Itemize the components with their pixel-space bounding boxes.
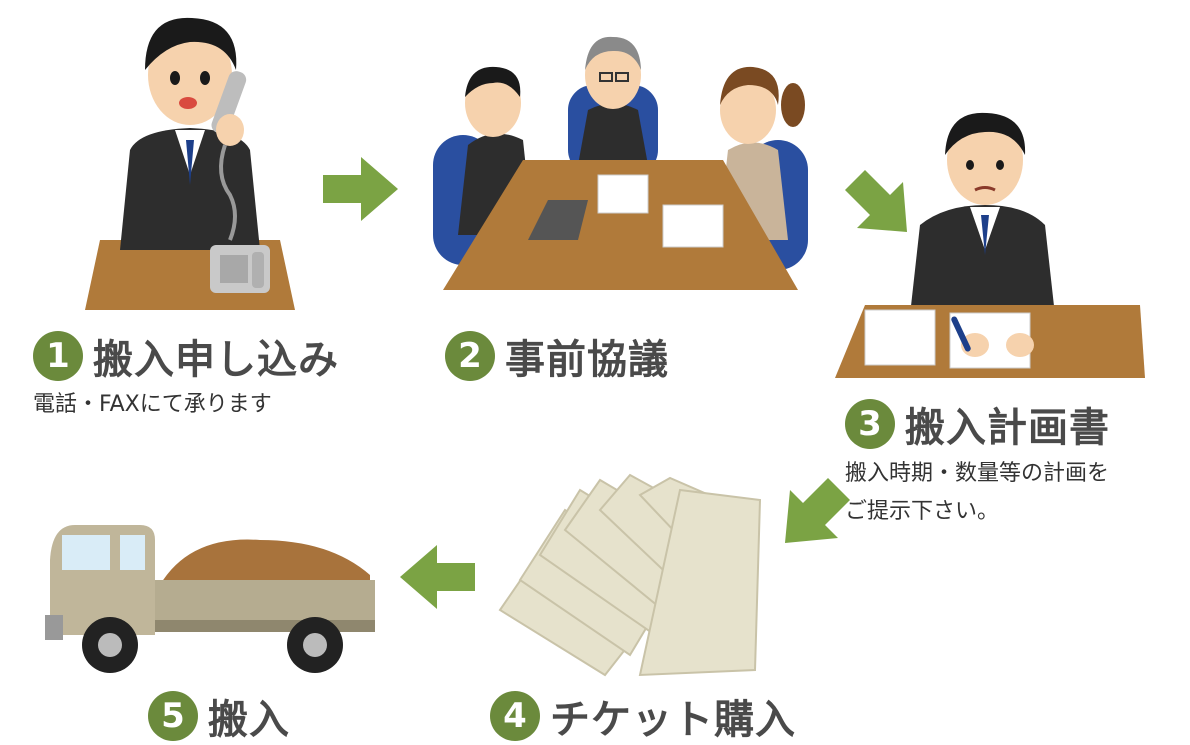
step-3-description: 搬入時期・数量等の計画を ご提示下さい。 <box>845 455 1109 531</box>
step-3-label: 搬入計画書 <box>905 405 1110 451</box>
meeting-illustration <box>433 36 808 290</box>
step-2-label: 事前協議 <box>505 337 669 383</box>
step-1-description-line: 電話・FAXにて承ります <box>33 392 272 417</box>
arrow-down-left-icon <box>785 478 850 543</box>
step-3-number: 3 <box>845 399 895 449</box>
arrow-down-right-icon <box>845 170 907 232</box>
step-3-description-line-1: 搬入時期・数量等の計画を <box>845 461 1110 486</box>
step-2-title: 2 事前協議 <box>445 327 669 385</box>
step-4-number: 4 <box>490 691 540 741</box>
step-2-number: 2 <box>445 331 495 381</box>
step-3-description-line-2: ご提示下さい。 <box>845 499 1000 524</box>
tickets-illustration <box>498 473 762 677</box>
arrow-left-icon <box>400 545 475 609</box>
step-1-title: 1 搬入申し込み <box>33 327 339 385</box>
step-4-title: 4 チケット購入 <box>490 687 796 745</box>
step-4-label: チケット購入 <box>550 697 796 743</box>
writing-plan-illustration <box>835 112 1145 378</box>
step-5-number: 5 <box>148 691 198 741</box>
step-5-title: 5 搬入 <box>148 687 290 745</box>
step-5-label: 搬入 <box>208 697 290 743</box>
phone-call-illustration <box>85 17 295 310</box>
step-3-title: 3 搬入計画書 <box>845 395 1110 453</box>
step-1-description: 電話・FAXにて承ります <box>33 386 272 424</box>
dump-truck-illustration <box>45 525 375 673</box>
step-1-number: 1 <box>33 331 83 381</box>
arrow-right-icon <box>323 157 398 221</box>
step-1-label: 搬入申し込み <box>93 337 339 383</box>
